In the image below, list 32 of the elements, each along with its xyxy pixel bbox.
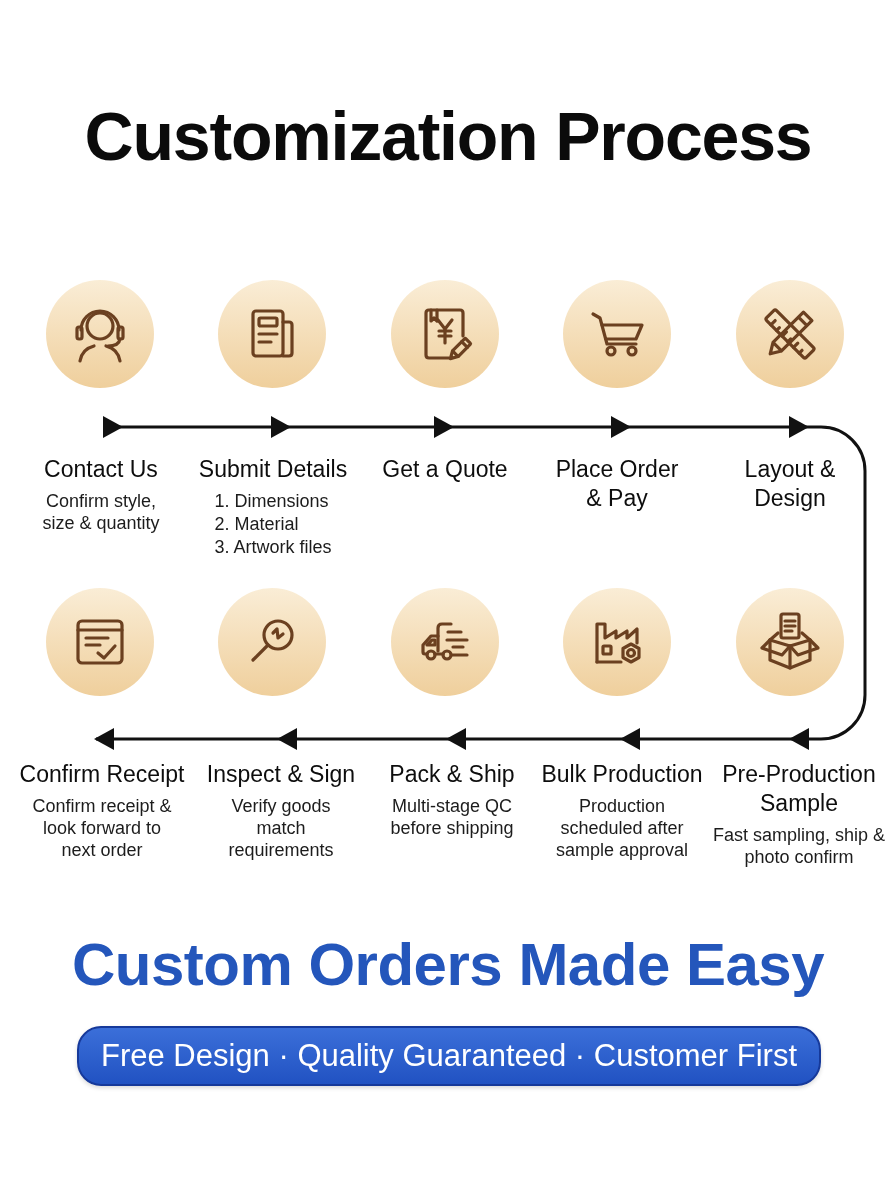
step-title: Pack & Ship xyxy=(388,760,516,789)
step-title: Submit Details xyxy=(197,455,349,484)
title: Customization Process xyxy=(84,97,812,176)
flow-arrow xyxy=(452,416,631,438)
step-title: Bulk Production xyxy=(540,760,704,789)
step-title: Layout & Design xyxy=(743,455,837,513)
step-description: Production scheduled after sample approval xyxy=(554,795,690,861)
step-description: Multi-stage QC before shipping xyxy=(389,795,515,839)
step-description: Confirm style, size & quantity xyxy=(41,490,161,534)
step-title: Get a Quote xyxy=(381,455,509,484)
flow-arrow xyxy=(94,728,279,750)
flow-arrow xyxy=(620,728,791,750)
tagline-heading: Custom Orders Made Easy xyxy=(71,930,825,1000)
flow-arrow xyxy=(103,416,123,438)
step-title: Pre-Production Sample xyxy=(721,760,877,818)
list-item: 2. Material xyxy=(214,513,300,536)
flow-arrow xyxy=(277,728,448,750)
step-description: Verify goods match requirements xyxy=(227,795,335,861)
list-item: 3. Artwork files xyxy=(214,536,332,559)
flow-arrow xyxy=(789,425,867,750)
tagline-banner: Free Design · Quality Guaranteed · Customer First xyxy=(77,1026,821,1086)
step-description: Fast sampling, ship & photo confirm xyxy=(711,824,887,868)
flow-arrow xyxy=(629,416,809,438)
list-item: 1. Dimensions xyxy=(214,490,330,513)
step-title: Inspect & Sign xyxy=(205,760,357,789)
step-title: Confirm Receipt xyxy=(18,760,186,789)
step-title: Contact Us xyxy=(43,455,159,484)
flow-arrow xyxy=(446,728,622,750)
flow-arrow xyxy=(289,416,454,438)
flow-arrow xyxy=(121,416,291,438)
step-description: Confirm receipt & look forward to next order xyxy=(31,795,173,861)
step-title: Place Order & Pay xyxy=(554,455,680,513)
